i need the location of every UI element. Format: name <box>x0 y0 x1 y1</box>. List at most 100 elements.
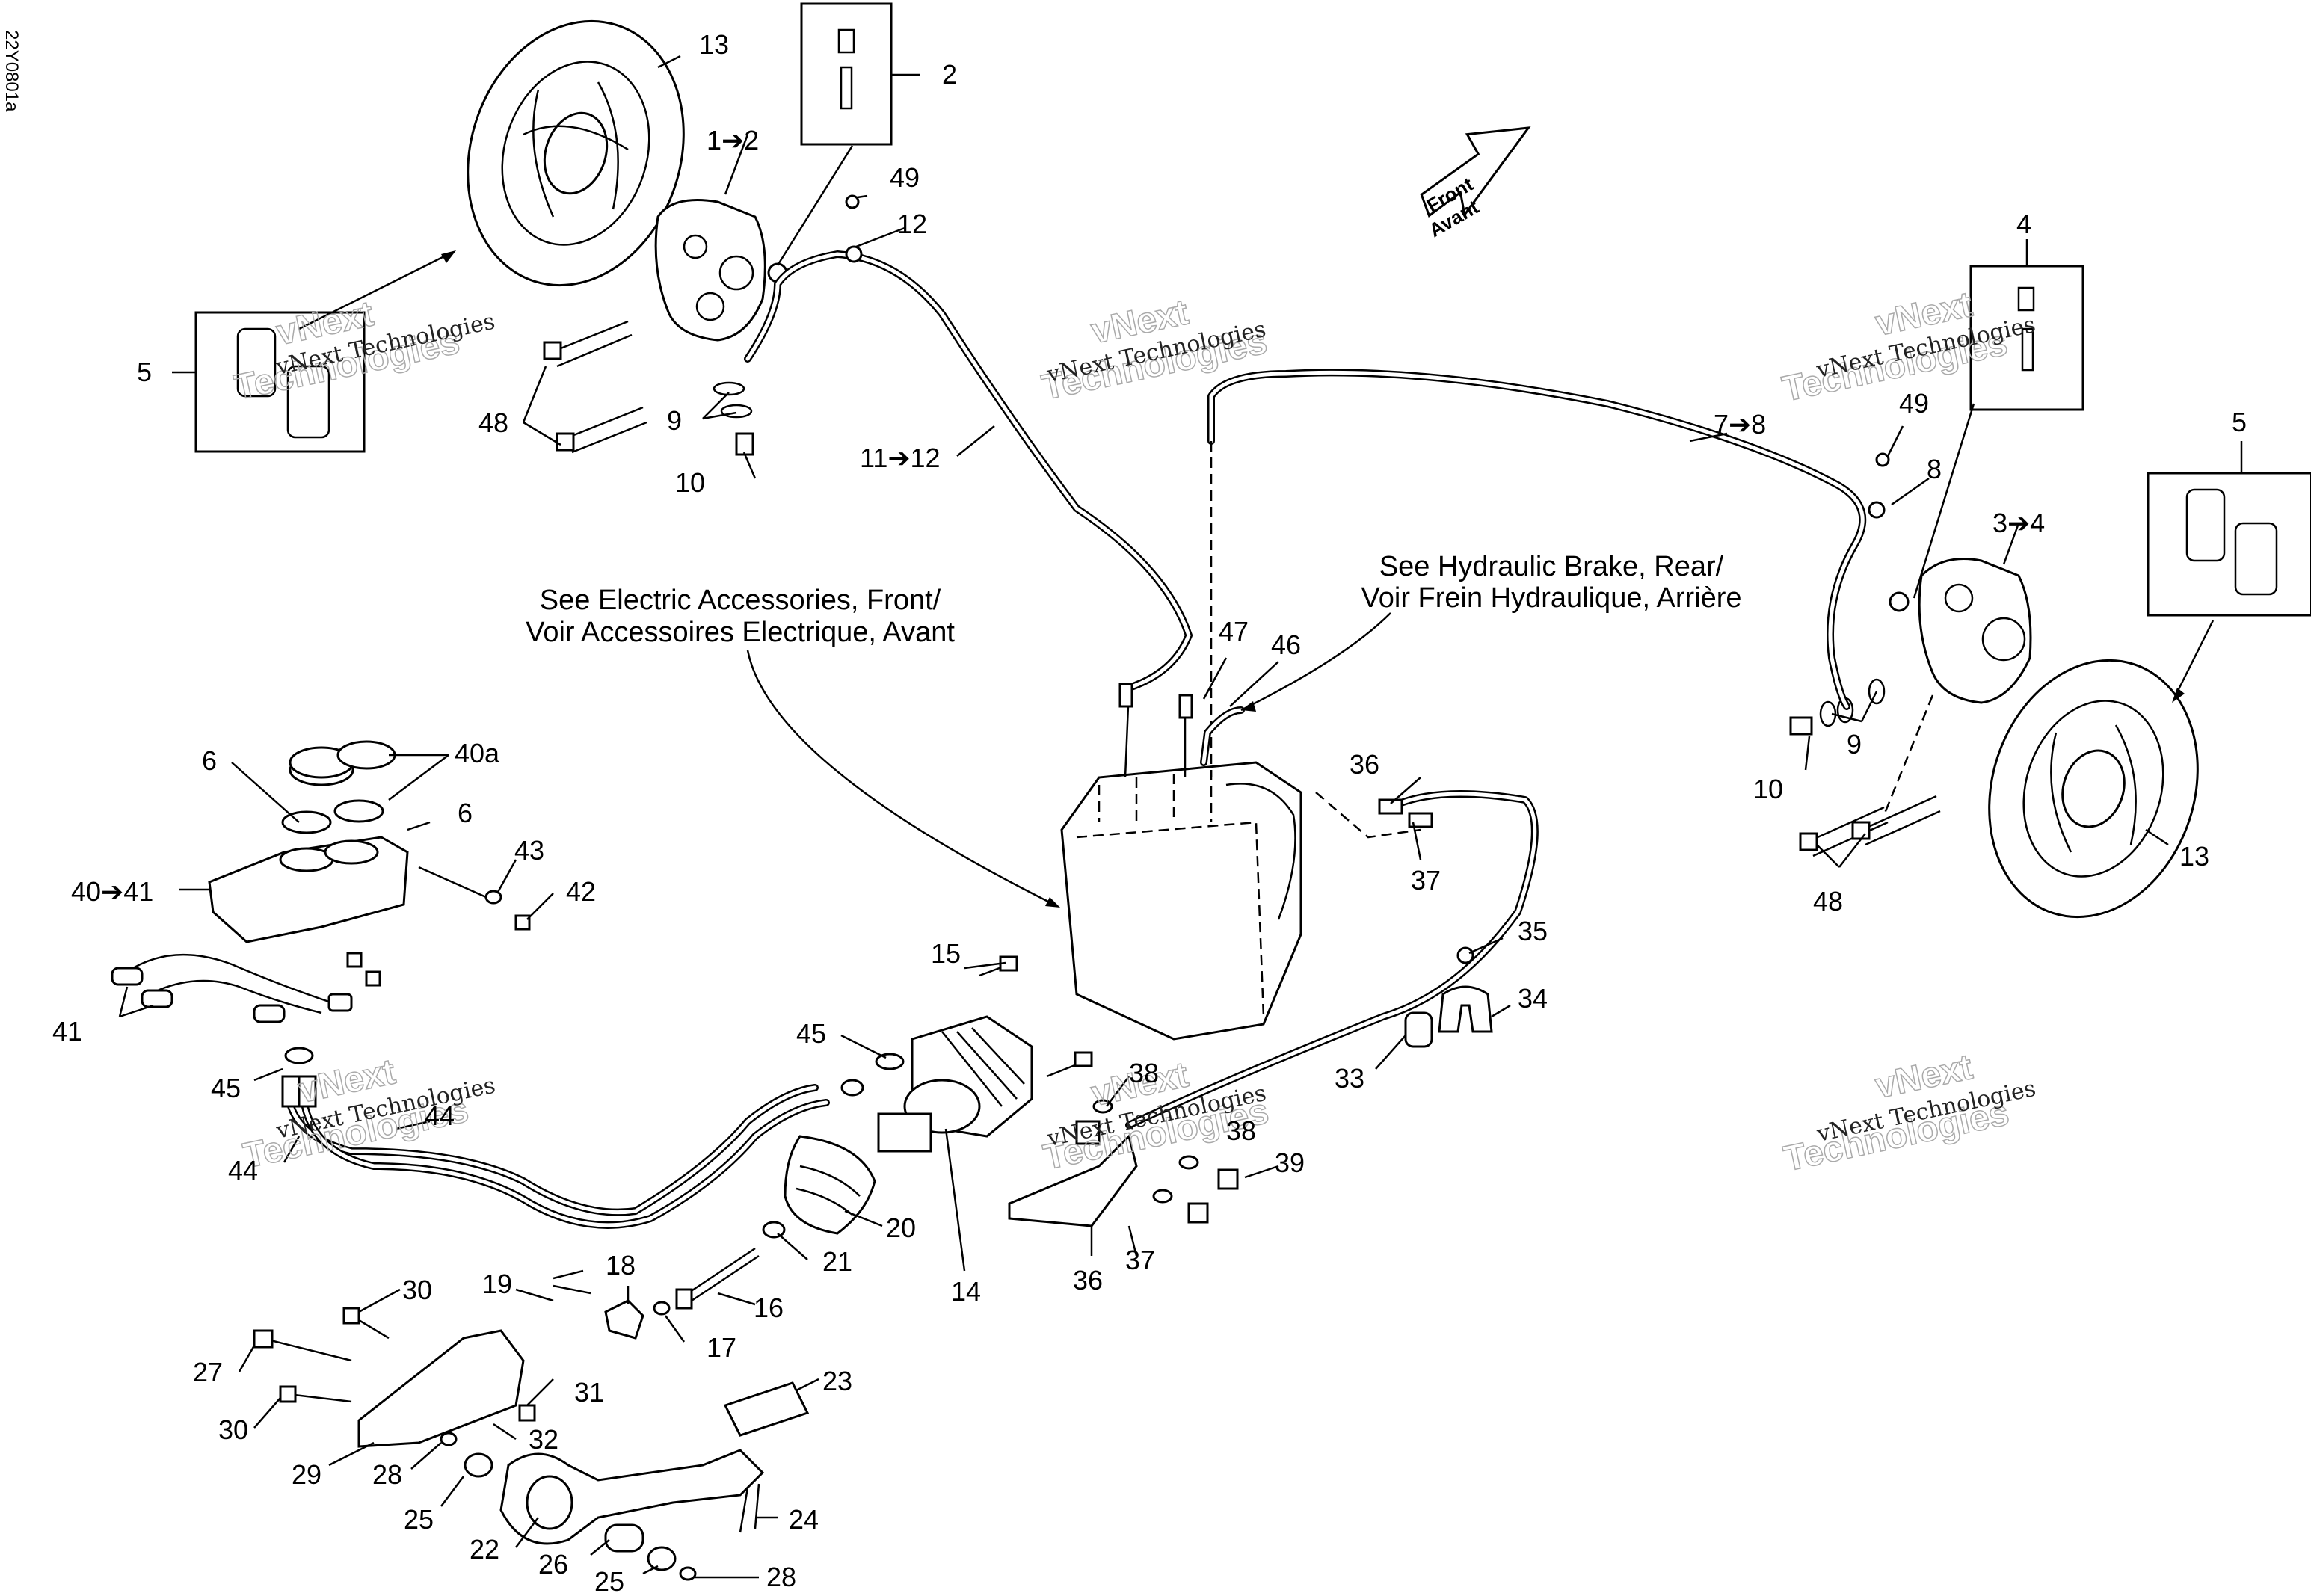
callout: 42 <box>566 876 596 907</box>
master-cylinder <box>840 955 1093 1153</box>
watermark-6: vNext Technologies vNext Technologies <box>1780 1047 2038 1180</box>
pedal-bracket-29 <box>253 1307 536 1448</box>
callout: 41 <box>52 1016 82 1047</box>
direction-arrow-front: Front Avant <box>1420 126 1531 241</box>
callout: 33 <box>1335 1063 1364 1094</box>
leader-lines-pedal <box>238 961 1279 1579</box>
callout: 13 <box>699 29 729 60</box>
clamp-assembly <box>1404 946 1493 1048</box>
banjo-washers-left <box>713 381 754 456</box>
callout: 17 <box>707 1332 736 1363</box>
callout: 1➔2 <box>707 125 759 155</box>
callout: 48 <box>1813 886 1843 916</box>
callout: 36 <box>1073 1265 1103 1295</box>
callout: 2 <box>942 59 957 90</box>
callout: 49 <box>890 162 920 193</box>
callout: 25 <box>404 1504 434 1535</box>
callout: 40➔41 <box>71 876 153 907</box>
svg-text:Voir Accessoires Electrique, A: Voir Accessoires Electrique, Avant <box>526 617 955 648</box>
caliper-front-left <box>654 199 788 342</box>
callout: 43 <box>514 835 544 866</box>
brake-pad-kit-box-right <box>2147 441 2311 617</box>
callout: 31 <box>574 1377 604 1408</box>
bleeder-kit-box-right <box>1969 239 2084 411</box>
callout: 18 <box>606 1250 636 1281</box>
callout: 32 <box>529 1424 558 1455</box>
bolts-48-right <box>1799 795 1941 857</box>
svg-text:See Hydraulic Brake, Rear/: See Hydraulic Brake, Rear/ <box>1379 551 1724 582</box>
callout: 46 <box>1271 629 1301 660</box>
abs-feed-lines <box>1118 441 1245 778</box>
callout: 38 <box>1226 1115 1256 1146</box>
callout: 6 <box>458 798 473 828</box>
callout: 5 <box>137 357 152 387</box>
brake-pad-kit-box-left <box>172 311 366 453</box>
pushrod-assembly <box>553 1247 760 1340</box>
leader-lines-front-left <box>298 55 995 479</box>
callout: 34 <box>1518 983 1548 1014</box>
callout: 26 <box>538 1549 568 1580</box>
callout: 3➔4 <box>1992 508 2045 538</box>
callout: 12 <box>897 209 927 239</box>
note-electric-accessories: See Electric Accessories, Front/ Voir Ac… <box>526 585 955 648</box>
callout: 14 <box>951 1276 981 1307</box>
callout: 29 <box>292 1459 321 1490</box>
note-hydraulic-brake-rear: See Hydraulic Brake, Rear/ Voir Frein Hy… <box>1361 551 1742 614</box>
reservoir-caps <box>281 740 396 834</box>
callout: 8 <box>1927 454 1942 484</box>
brake-disc-front-left <box>467 19 685 287</box>
callout: 4 <box>2016 209 2031 239</box>
callout: 9 <box>667 405 682 436</box>
brake-line-rear-right <box>1125 790 1539 1129</box>
master-cylinder-boot <box>762 1135 876 1239</box>
callout: 19 <box>482 1269 512 1299</box>
bolts-48-left <box>543 320 647 454</box>
watermark-2: vNext Technologies vNext Technologies <box>1038 292 1271 409</box>
brake-switch-harness <box>111 953 353 1023</box>
brake-line-front-left <box>744 194 1193 691</box>
callout: 24 <box>789 1504 819 1535</box>
callout: 35 <box>1518 916 1548 946</box>
callout: 28 <box>766 1562 796 1592</box>
hoses-44 <box>281 1047 830 1229</box>
callout: 10 <box>675 467 705 498</box>
callout: 28 <box>372 1459 402 1490</box>
callout: 39 <box>1275 1147 1305 1178</box>
callout: 13 <box>2179 841 2209 872</box>
callout: 20 <box>886 1213 916 1243</box>
callout: 9 <box>1847 729 1862 760</box>
drawing-code: 22Y0801a <box>1 30 22 112</box>
callout: 6 <box>202 745 217 776</box>
callout: 11➔12 <box>860 443 941 473</box>
brake-line-front-right <box>1207 369 1890 710</box>
callout: 48 <box>478 407 508 438</box>
callout: 37 <box>1125 1245 1155 1275</box>
callout: 22 <box>470 1534 499 1565</box>
callout: 40a <box>455 738 500 768</box>
callout: 45 <box>796 1018 826 1049</box>
callout: 45 <box>211 1073 241 1103</box>
leader-lines-reservoir <box>118 754 554 1163</box>
callout: 47 <box>1219 616 1249 647</box>
callout: 5 <box>2232 407 2247 437</box>
callout: 15 <box>931 938 961 969</box>
callout: 21 <box>822 1246 852 1277</box>
caliper-front-right <box>1889 558 2032 704</box>
callout: 10 <box>1753 774 1783 804</box>
support-bracket-38 <box>1008 1099 1239 1227</box>
bleeder-kit-box-left <box>800 2 920 146</box>
callout: 7➔8 <box>1714 409 1766 440</box>
callout: 36 <box>1350 749 1379 780</box>
reservoir-hardware <box>346 866 531 987</box>
brake-disc-front-right <box>1988 659 2199 919</box>
reservoir <box>208 836 409 943</box>
leader-lines-abs <box>746 612 1511 1070</box>
callout: 30 <box>402 1275 432 1305</box>
leader-lines-right <box>1689 403 2215 868</box>
svg-text:See Electric Accessories, Fron: See Electric Accessories, Front/ <box>540 585 941 616</box>
callout: 44 <box>425 1100 455 1131</box>
callout: 49 <box>1899 388 1929 419</box>
callout: 25 <box>594 1566 624 1596</box>
svg-text:Voir Frein Hydraulique, Arrièr: Voir Frein Hydraulique, Arrière <box>1361 582 1742 614</box>
